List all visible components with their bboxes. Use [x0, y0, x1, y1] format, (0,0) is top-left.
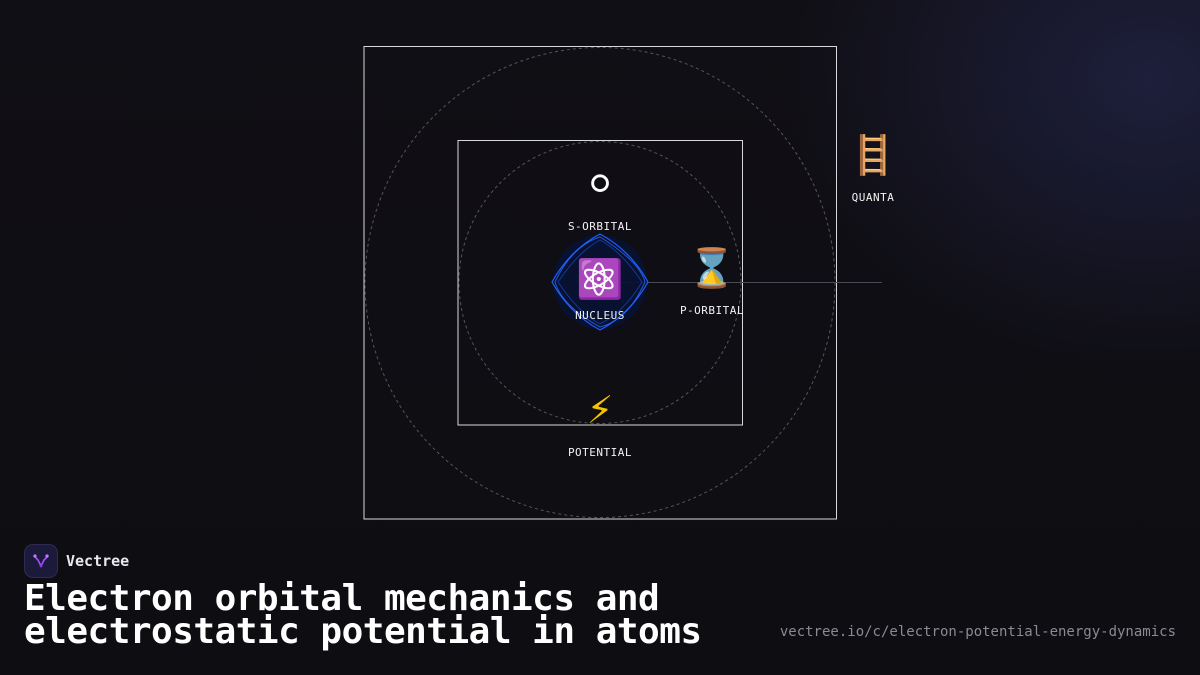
node-s-orbital: ⚪ S-ORBITAL: [540, 162, 660, 233]
brand: Vectree: [24, 544, 129, 578]
node-quanta: 🪜 QUANTA: [813, 133, 933, 204]
node-nucleus: ⚛️ NUCLEUS: [540, 257, 660, 322]
node-label: S-ORBITAL: [567, 220, 633, 233]
hourglass-icon: ⌛: [688, 246, 736, 290]
page-title: Electron orbital mechanics and electrost…: [24, 578, 702, 652]
atom-icon: ⚛️: [576, 257, 624, 301]
node-label: QUANTA: [851, 191, 895, 204]
node-label: P-ORBITAL: [679, 304, 745, 317]
node-label: NUCLEUS: [575, 309, 625, 322]
white-circle-icon: ⚪: [584, 162, 616, 206]
ladder-icon: 🪜: [849, 133, 897, 177]
brand-name: Vectree: [66, 552, 130, 570]
vectree-logo-icon: [24, 544, 58, 578]
node-p-orbital: ⌛ P-ORBITAL: [652, 246, 772, 317]
source-url[interactable]: vectree.io/c/electron-potential-energy-d…: [779, 624, 1176, 640]
node-label: POTENTIAL: [567, 446, 633, 459]
nucleus-glow: [551, 233, 649, 331]
lightning-icon: ⚡: [586, 388, 614, 432]
node-potential: ⚡ POTENTIAL: [540, 388, 660, 459]
